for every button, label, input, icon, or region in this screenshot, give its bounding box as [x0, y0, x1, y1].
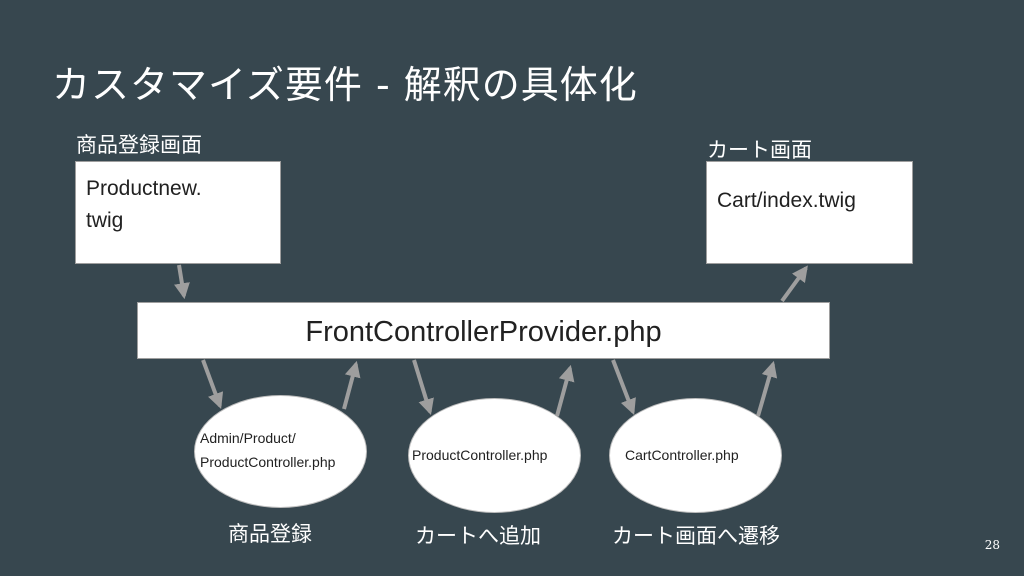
admin-product-controller-label-line1: Admin/Product/	[200, 430, 296, 446]
cart-index-twig-box: Cart/index.twig	[706, 161, 913, 264]
page-number: 28	[984, 538, 1000, 552]
arrow-provider-to-cart-controller	[611, 359, 636, 415]
cart-screen-caption: カート画面	[707, 138, 812, 162]
front-controller-provider-box: FrontControllerProvider.php	[137, 302, 830, 359]
admin-product-controller-node	[194, 395, 367, 508]
arrow-provider-to-cart-twig	[780, 265, 808, 303]
product-register-caption: 商品登録	[228, 522, 312, 546]
front-controller-provider-label: FrontControllerProvider.php	[305, 316, 662, 348]
admin-product-controller-label-line2: ProductController.php	[200, 454, 336, 470]
add-to-cart-caption: カートへ追加	[415, 524, 541, 548]
arrow-admin-controller-to-provider	[342, 360, 361, 410]
cart-index-twig-label: Cart/index.twig	[717, 189, 856, 212]
product-new-twig-box: Productnew. twig	[75, 161, 281, 264]
product-controller-label: ProductController.php	[412, 447, 548, 463]
go-to-cart-caption: カート画面へ遷移	[612, 524, 780, 548]
product-new-twig-label-line2: twig	[86, 209, 124, 232]
arrow-product-controller-to-provider	[555, 364, 575, 417]
product-new-twig-label-line1: Productnew.	[86, 177, 202, 200]
arrow-provider-to-product-controller	[412, 359, 434, 416]
product-new-screen-caption: 商品登録画面	[76, 133, 202, 157]
slide-title: カスタマイズ要件 - 解釈の具体化	[52, 63, 638, 107]
cart-controller-node	[609, 398, 782, 513]
arrow-productnew-to-provider	[174, 264, 190, 300]
product-controller-node	[408, 398, 581, 513]
arrow-cart-controller-to-provider	[756, 360, 778, 417]
cart-controller-label: CartController.php	[625, 447, 739, 463]
arrow-provider-to-admin-controller	[201, 359, 224, 410]
